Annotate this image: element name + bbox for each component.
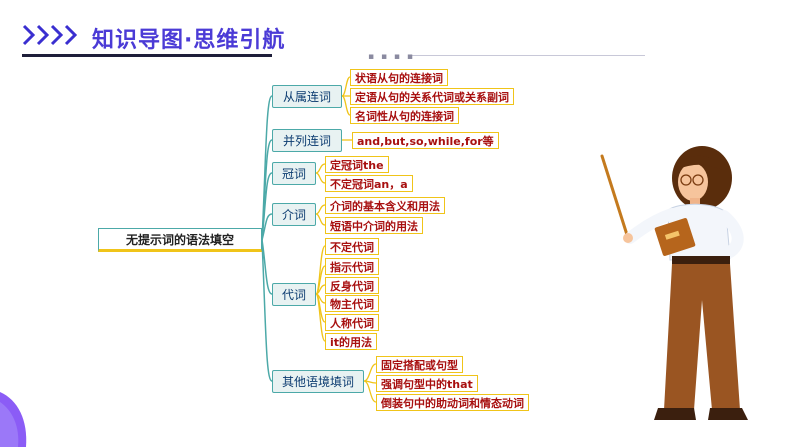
leaf-node: 名词性从句的连接词: [350, 107, 459, 124]
branch-prepositions: 介词: [272, 203, 316, 226]
leaf-node: 指示代词: [325, 258, 379, 275]
branch-other-context: 其他语境填词: [272, 370, 364, 393]
leaf-node: 定语从句的关系代词或关系副词: [350, 88, 514, 105]
leaf-node: 强调句型中的that: [376, 375, 478, 392]
chevron-right-icon: [22, 24, 36, 46]
leaf-node: 人称代词: [325, 314, 379, 331]
branch-coordinating-conjunctions: 并列连词: [272, 129, 342, 152]
branch-pronouns: 代词: [272, 283, 316, 306]
branch-subordinating-conjunctions: 从属连词: [272, 85, 342, 108]
leaf-node: 倒装句中的助动词和情态动词: [376, 394, 529, 411]
branch-articles: 冠词: [272, 162, 316, 185]
leaf-node: 不定代词: [325, 238, 379, 255]
leaf-node: 状语从句的连接词: [350, 69, 448, 86]
leaf-node: and,but,so,while,for等: [352, 132, 499, 149]
header-divider: [410, 55, 645, 56]
leaf-node: 反身代词: [325, 277, 379, 294]
header-dots: ▪ ▪ ▪ ▪: [368, 52, 415, 62]
chevron-right-icon: [64, 24, 78, 46]
leaf-node: 物主代词: [325, 295, 379, 312]
leaf-node: 短语中介词的用法: [325, 217, 423, 234]
corner-decoration: [0, 392, 27, 447]
leaf-node: 介词的基本含义和用法: [325, 197, 445, 214]
leaf-node: 不定冠词an，a: [325, 175, 413, 192]
teacher-illustration: [600, 146, 748, 420]
mindmap-root: 无提示词的语法填空: [98, 228, 262, 252]
leaf-node: it的用法: [325, 333, 378, 350]
chevron-right-icon: [50, 24, 64, 46]
chevron-right-icon: [36, 24, 50, 46]
leaf-node: 固定搭配或句型: [376, 356, 463, 373]
header-underline: [22, 54, 272, 57]
leaf-node: 定冠词the: [325, 156, 389, 173]
page-title: 知识导图·思维引航: [92, 28, 286, 53]
